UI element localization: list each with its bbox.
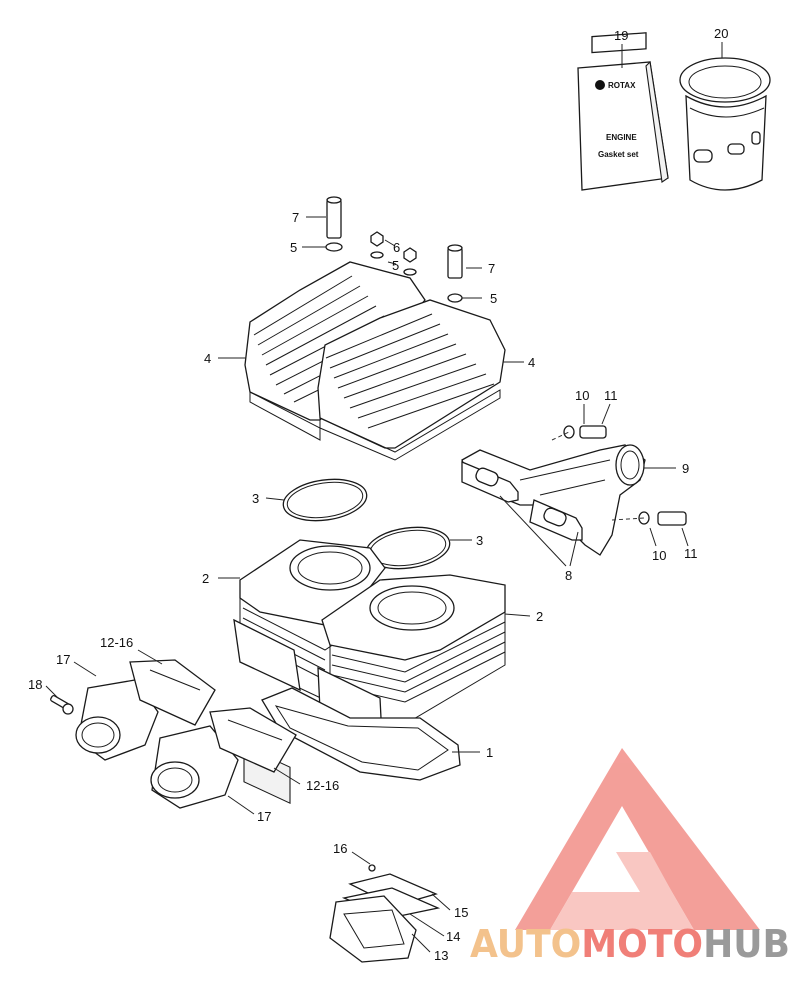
cylinder-sleeve — [679, 57, 771, 191]
callout-2: 2 — [202, 571, 209, 586]
callout-5: 5 — [290, 240, 297, 255]
stud-left — [325, 196, 343, 252]
head-gasket-left — [282, 478, 368, 522]
callout-4: 4 — [528, 355, 535, 370]
gasket-set-document: ROTAX ENGINE Gasket set — [577, 32, 669, 191]
callout-10: 10 — [652, 548, 666, 563]
stud-right — [447, 244, 463, 303]
callout-7: 7 — [488, 261, 495, 276]
callout-3: 3 — [252, 491, 259, 506]
callout-12-16: 12-16 — [100, 635, 133, 650]
intake-flange-lower — [150, 725, 239, 809]
manifold-gasket-lower — [529, 499, 583, 541]
callout-1: 1 — [486, 745, 493, 760]
washers-screws-manifold — [551, 425, 687, 526]
callout-5: 5 — [392, 258, 399, 273]
callout-9: 9 — [682, 461, 689, 476]
cylinder-right — [321, 574, 506, 731]
watermark-text: AUTOMOTOHUB — [470, 922, 790, 966]
callout-16: 16 — [333, 841, 347, 856]
callout-2: 2 — [536, 609, 543, 624]
callout-20: 20 — [714, 26, 728, 41]
callout-11: 11 — [684, 546, 698, 561]
manifold-gasket-upper — [461, 461, 519, 503]
doc-brand: ROTAX — [608, 81, 636, 90]
watermark-logo — [515, 748, 760, 930]
doc-line1: ENGINE — [606, 133, 637, 142]
callout-13: 13 — [434, 948, 448, 963]
callout-labels: 19 20 7 5 6 5 7 5 4 4 10 11 9 10 11 8 3 … — [28, 26, 728, 963]
leader-lines — [45, 42, 723, 953]
callout-10: 10 — [575, 388, 589, 403]
callout-5: 5 — [490, 291, 497, 306]
cylinder-head-right — [317, 299, 506, 461]
reed-block-lower — [209, 707, 297, 773]
svg-text:AUTOMOTOHUB: AUTOMOTOHUB — [470, 922, 790, 966]
reed-valve-assembly — [329, 864, 441, 963]
reed-block-upper — [129, 659, 216, 726]
exhaust-manifold — [461, 444, 646, 556]
watermark-auto: AUTO — [470, 922, 581, 966]
callout-7: 7 — [292, 210, 299, 225]
callout-6: 6 — [393, 240, 400, 255]
callout-18: 18 — [28, 677, 42, 692]
watermark-hub: HUB — [703, 922, 790, 966]
watermark-moto: MOTO — [581, 922, 703, 966]
callout-19: 19 — [614, 28, 628, 43]
callout-15: 15 — [454, 905, 468, 920]
callout-4: 4 — [204, 351, 211, 366]
doc-line2: Gasket set — [598, 150, 639, 159]
callout-12-16: 12-16 — [306, 778, 339, 793]
callout-17: 17 — [56, 652, 70, 667]
callout-17: 17 — [257, 809, 271, 824]
callout-14: 14 — [446, 929, 460, 944]
base-gasket — [261, 687, 461, 781]
nuts-washers-center — [370, 231, 417, 276]
callout-3: 3 — [476, 533, 483, 548]
screw-18 — [50, 694, 74, 715]
callout-11: 11 — [604, 388, 618, 403]
callout-8: 8 — [565, 568, 572, 583]
